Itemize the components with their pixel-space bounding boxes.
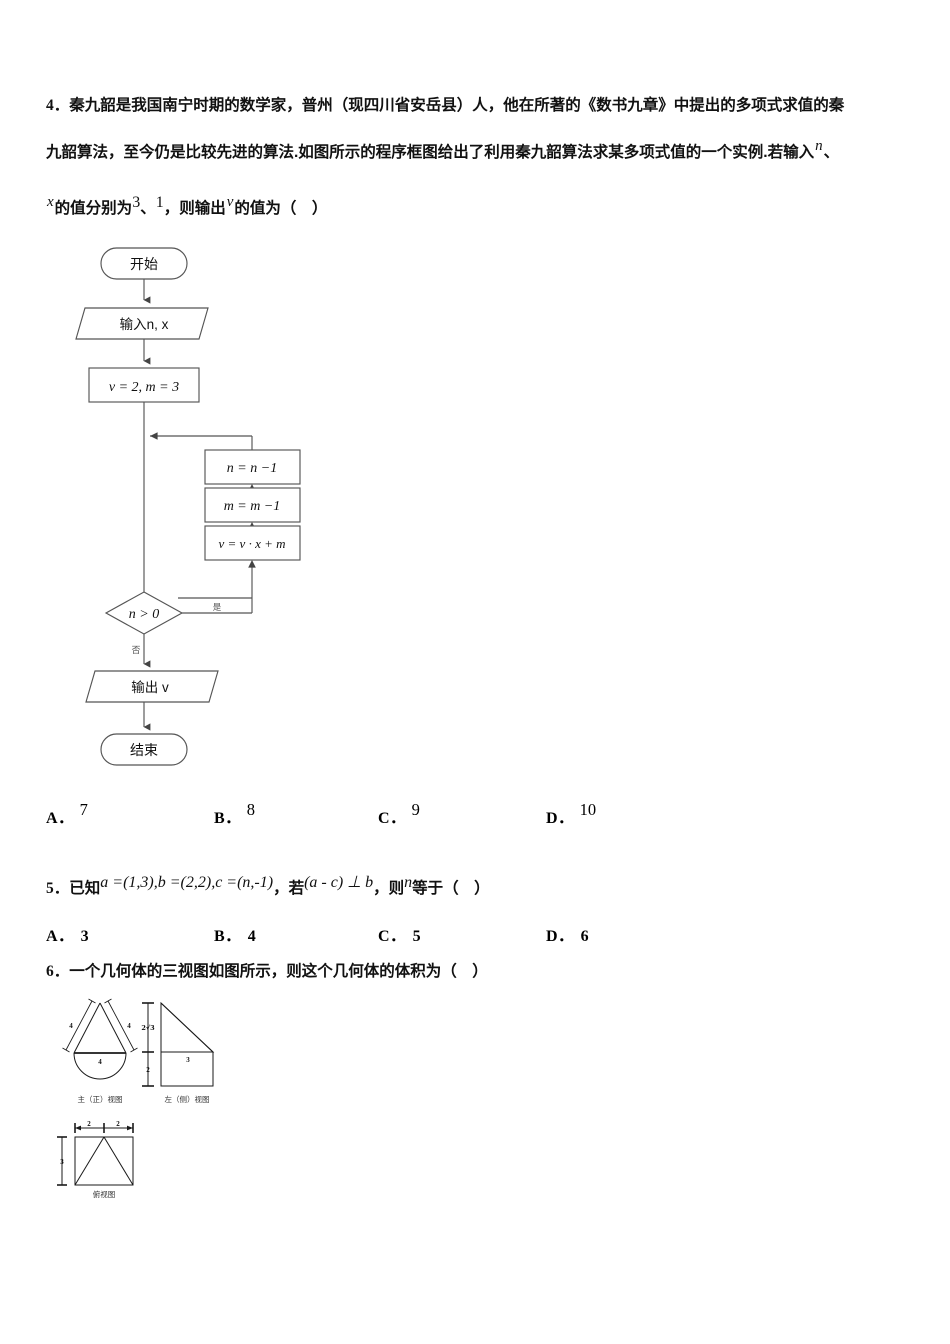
option-value: 4 — [247, 928, 256, 945]
flowchart-node-start: 开始 — [130, 256, 158, 272]
option-value: 6 — [580, 928, 589, 945]
side-view-label-upper-height: 2√3 — [141, 1024, 155, 1032]
question-5-text-a: 已知 — [69, 880, 101, 897]
question-4-number: 4． — [46, 97, 70, 114]
question-6-text: 6．一个几何体的三视图如图所示，则这个几何体的体积为（ ） — [46, 955, 912, 989]
question-5-variable-n: n — [404, 874, 413, 891]
question-4-option-a[interactable]: A．7 — [46, 800, 88, 828]
flowchart-node-end: 结束 — [130, 742, 158, 758]
question-4-line2-b: 、 — [823, 144, 840, 161]
flowchart-node-decrement-n: n = n −1 — [227, 461, 277, 476]
flowchart-edge-label-yes: 是 — [213, 602, 222, 612]
question-4-line3-c: ，则输出 — [163, 200, 226, 217]
question-4-line2: 九韶算法，至今仍是比较先进的算法.如图所示的程序框图给出了利用秦九韶算法求某多项… — [46, 126, 912, 173]
option-value: 3 — [80, 928, 89, 945]
question-6-body: 一个几何体的三视图如图所示，则这个几何体的体积为（ ） — [69, 963, 488, 980]
front-view-label-right-side: 4 — [127, 1022, 131, 1030]
question-4-value-3: 3 — [132, 194, 141, 211]
question-4-option-d[interactable]: D．10 — [546, 800, 596, 828]
top-view-caption: 俯视图 — [93, 1189, 116, 1199]
question-4-line2-a: 九韶算法，至今仍是比较先进的算法.如图所示的程序框图给出了利用秦九韶算法求某多项… — [46, 144, 815, 161]
option-label: A． — [46, 810, 75, 827]
option-label: B． — [214, 928, 242, 945]
question-5-option-c[interactable]: C． 5 — [378, 922, 421, 946]
flowchart-node-input: 输入n, x — [120, 317, 169, 332]
option-value: 5 — [412, 928, 421, 945]
question-5-options: A． 3 B． 4 C． 5 D． 6 — [46, 922, 926, 956]
option-label: D． — [546, 810, 575, 827]
option-label: D． — [546, 928, 575, 945]
front-view-label-base: 4 — [98, 1058, 102, 1066]
question-5-text-b: ，若 — [273, 880, 305, 897]
top-view-label-left-half: 2 — [87, 1120, 91, 1128]
flowchart-node-decrement-m: m = m −1 — [224, 499, 281, 514]
question-4-line3-d: 的值为（ ） — [234, 200, 328, 217]
flowchart-node-update-v: v = v · x + m — [219, 536, 286, 551]
question-5-text-d: 等于（ ） — [412, 880, 490, 897]
front-view-label-left-side: 4 — [69, 1022, 73, 1030]
flowchart-node-init: v = 2, m = 3 — [109, 380, 179, 395]
option-label: C． — [378, 810, 407, 827]
option-value: 8 — [246, 800, 255, 819]
option-value: 7 — [79, 800, 88, 819]
question-4-option-b[interactable]: B．8 — [214, 800, 255, 828]
flowchart-node-condition: n > 0 — [129, 607, 159, 622]
question-4-var-n: n — [815, 138, 823, 154]
side-view-label-width: 3 — [186, 1056, 190, 1064]
side-view-label-lower-height: 2 — [146, 1066, 150, 1074]
question-6-number: 6． — [46, 963, 70, 980]
question-5-option-d[interactable]: D． 6 — [546, 922, 589, 946]
question-4-line3-a: 的值分别为 — [54, 200, 133, 217]
flowchart-edge-label-no: 否 — [131, 645, 140, 655]
question-4-options: A．7 B．8 C．9 D．10 — [46, 800, 926, 834]
option-label: A． — [46, 928, 75, 945]
option-label: C． — [378, 928, 407, 945]
question-5-option-a[interactable]: A． 3 — [46, 922, 89, 946]
question-4-line3: x的值分别为3、1，则输出v的值为（ ） — [46, 182, 912, 229]
top-view-label-height: 3 — [60, 1158, 64, 1166]
question-4-option-c[interactable]: C．9 — [378, 800, 420, 828]
question-4-var-v: v — [226, 194, 234, 210]
question-4-line3-b: 、 — [140, 200, 156, 217]
question-4-var-x: x — [47, 194, 54, 210]
top-view-label-right-half: 2 — [116, 1120, 120, 1128]
option-value: 9 — [411, 800, 420, 819]
question-5-text: 5．已知a =(1,3),b =(2,2),c =(n,-1)，若(a - c)… — [46, 866, 912, 906]
question-5-expression-vectors: a =(1,3),b =(2,2),c =(n,-1) — [100, 874, 274, 891]
question-5-number: 5． — [46, 880, 70, 897]
front-view-caption: 主（正）视图 — [78, 1094, 123, 1104]
option-label: B． — [214, 810, 242, 827]
question-5-option-b[interactable]: B． 4 — [214, 922, 256, 946]
question-4-text: 4．秦九韶是我国南宁时期的数学家，普州（现四川省安岳县）人，他在所著的《数书九章… — [46, 86, 912, 126]
program-flowchart: 开始 输入n, x v = 2, m = 3 n = n −1 m = m −1… — [60, 240, 380, 795]
option-value: 10 — [579, 800, 597, 819]
flowchart-node-output: 输出 v — [131, 680, 169, 695]
side-view-caption: 左（侧）视图 — [165, 1094, 210, 1104]
question-4-value-1: 1 — [155, 194, 164, 211]
question-5-expression-perp: (a - c) ⊥ b — [304, 874, 374, 891]
question-4-line1: 秦九韶是我国南宁时期的数学家，普州（现四川省安岳县）人，他在所著的《数书九章》中… — [69, 97, 845, 114]
three-view-figure: 4 4 4 2√3 2 3 — [48, 992, 248, 1212]
question-5-text-c: ，则 — [373, 880, 405, 897]
